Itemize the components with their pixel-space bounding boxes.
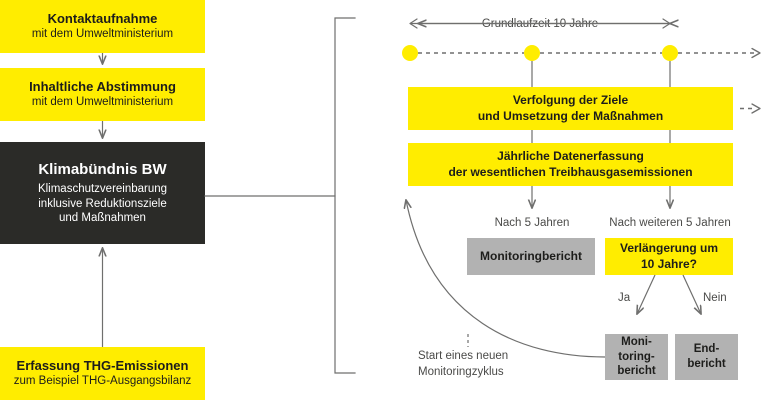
timeline-arrowhead-right xyxy=(662,18,671,29)
step-title: Kontaktaufnahme xyxy=(47,10,158,26)
step-subtitle-line-2: inklusive Reduktionsziele xyxy=(38,197,167,210)
loop-label-line-2: Monitoringzyklus xyxy=(418,365,504,378)
activity-continuation-arrowhead xyxy=(751,103,761,114)
branch-line-nein xyxy=(682,274,701,314)
bracket-right-group xyxy=(334,17,356,374)
step-box-inhaltliche-abstimmung: Inhaltliche Abstimmung mit dem Umweltmin… xyxy=(0,68,205,121)
outcome-box-endbericht-nein: End- bericht xyxy=(675,334,738,380)
step-title: Klimabündnis BW xyxy=(38,160,167,178)
outcome-line-1: Moni- xyxy=(621,335,652,348)
activity-line-1: Jährliche Datenerfassung xyxy=(497,149,644,164)
step-subtitle-line-1: Klimaschutzvereinbarung xyxy=(37,183,168,196)
step-subtitle-line-3: und Maßnahmen xyxy=(59,212,146,225)
branch-line-ja xyxy=(637,274,656,314)
step-subtitle: mit dem Umweltministerium xyxy=(31,96,174,109)
outcome-box-verlaengerung: Verlängerung um 10 Jahre? xyxy=(605,238,733,275)
step-title: Inhaltliche Abstimmung xyxy=(29,78,176,94)
step-box-klimabuendnis-bw: Klimabündnis BW Klimaschutzvereinbarung … xyxy=(0,142,205,244)
timeline-milestone-dot-1 xyxy=(402,45,418,61)
activity-line-2: und Umsetzung der Maßnahmen xyxy=(477,108,664,123)
outcome-line-3: bericht xyxy=(617,365,656,378)
timeline-duration-label: Grundlaufzeit 10 Jahre xyxy=(474,17,606,33)
outcome-box-monitoringbericht-ja: Moni- toring- bericht xyxy=(605,334,668,380)
branch-label-ja: Ja xyxy=(618,292,631,304)
loop-label-line-1: Start eines neuen xyxy=(418,350,509,362)
timeline-milestone-dot-3 xyxy=(662,45,678,61)
outcome-line-1: End- xyxy=(693,343,720,356)
loop-label: Start eines neuen Monitoringzyklus xyxy=(418,349,508,380)
branch-label-after-further-5-years: Nach weiteren 5 Jahren xyxy=(609,217,731,229)
step-title: Erfassung THG-Emissionen xyxy=(16,357,189,373)
step-subtitle: mit dem Umweltministerium xyxy=(31,28,174,41)
timeline-milestone-dot-2 xyxy=(524,45,540,61)
activity-line-2: der wesentlichen Treibhausgasemissionen xyxy=(448,164,693,179)
timeline-arrowhead-left xyxy=(409,18,418,29)
outcome-line-2: bericht xyxy=(687,358,726,370)
step-box-erfassung-thg: Erfassung THG-Emissionen zum Beispiel TH… xyxy=(0,347,205,400)
step-box-kontaktaufnahme: Kontaktaufnahme mit dem Umweltministeriu… xyxy=(0,0,205,53)
activity-box-jaehrliche-datenerfassung: Jährliche Datenerfassung der wesentliche… xyxy=(408,143,733,186)
branch-label-nein: Nein xyxy=(703,292,727,304)
step-subtitle: zum Beispiel THG-Ausgangsbilanz xyxy=(13,375,192,388)
outcome-line-1: Verlängerung um xyxy=(619,241,719,256)
outcome-box-monitoringbericht-5: Monitoringbericht xyxy=(467,238,595,275)
activity-line-1: Verfolgung der Ziele xyxy=(512,93,629,108)
branch-label-after-5-years: Nach 5 Jahren xyxy=(494,217,570,229)
timeline-end-arrowhead xyxy=(751,47,761,59)
outcome-line-2: 10 Jahre? xyxy=(640,256,698,271)
outcome-label: Monitoringbericht xyxy=(480,248,582,263)
activity-box-verfolgung-der-ziele: Verfolgung der Ziele und Umsetzung der M… xyxy=(408,87,733,130)
outcome-line-2: toring- xyxy=(618,350,655,363)
